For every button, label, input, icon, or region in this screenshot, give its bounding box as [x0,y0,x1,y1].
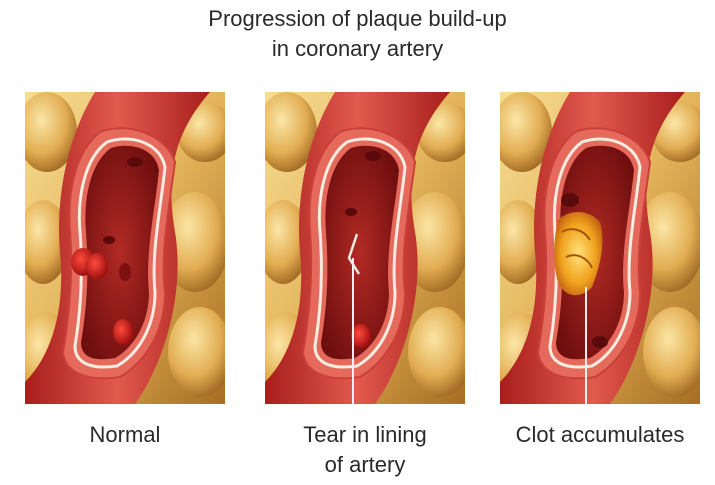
artery-illustration-clot [500,92,700,404]
artery-cross-section [25,92,225,404]
artery-panel-normal [25,92,225,404]
blood-cell [592,336,608,348]
blood-cell [345,208,357,216]
blood-cell [86,253,108,279]
caption-line: Clot accumulates [480,420,715,450]
caption-clot: Clot accumulates [480,420,715,450]
caption-line: Tear in lining [245,420,485,450]
blood-cell [127,157,143,167]
artery-illustration-normal [25,92,225,404]
title-line-1: Progression of plaque build-up [0,4,715,34]
caption-tear: Tear in lining of artery [245,420,485,480]
artery-panel-tear [265,92,465,404]
caption-line: Normal [5,420,245,450]
blood-cell [113,319,133,345]
artery-illustration-tear [265,92,465,404]
diagram-title: Progression of plaque build-up in corona… [0,4,715,64]
blood-cell [119,263,131,281]
blood-cell [103,236,115,244]
title-line-2: in coronary artery [0,34,715,64]
caption-line: of artery [245,450,485,480]
artery-cross-section [265,92,465,404]
blood-cell [561,193,579,207]
blood-cell [365,151,381,161]
artery-panel-clot [500,92,700,404]
caption-normal: Normal [5,420,245,450]
